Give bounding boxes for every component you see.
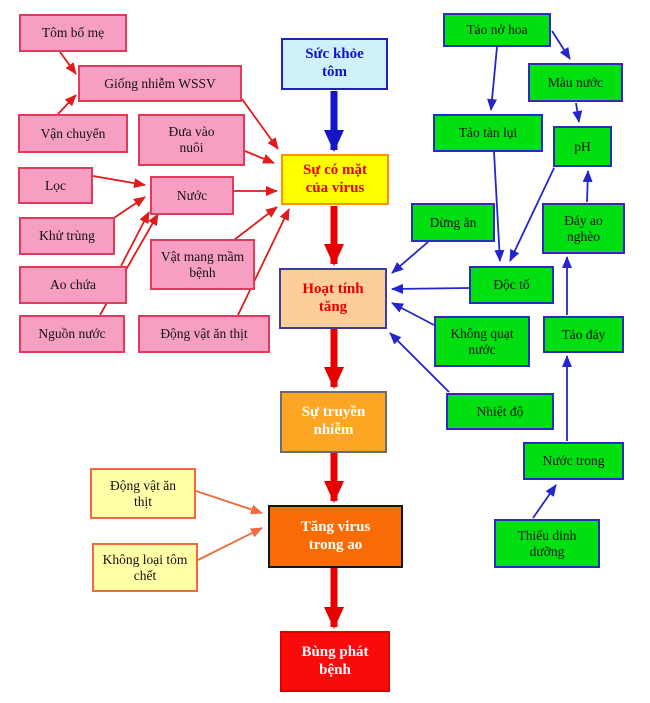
arrow-loc-to-nuoc [92,175,146,189]
node-nhiet-do: Nhiệt độ [446,393,554,430]
arrow-nhiet-do-to-hoat-tinh [389,332,450,393]
arrow-day-ao-ngheo-to-ph [582,170,593,203]
arrow-khong-quat-nuoc-to-hoat-tinh [391,302,435,326]
node-tao-no-hoa: Tảo nở hoa [443,13,551,47]
arrow-dua-vao-nuoi-to-virus [244,150,275,164]
arrow-tao-no-hoa-to-tao-tan-lui [487,46,498,111]
arrow-tao-no-hoa-to-mau-nuoc [551,30,571,60]
node-su-truyen-nhiem: Sự truyền nhiễm [280,391,387,453]
node-dung-an: Dừng ăn [411,203,495,242]
node-doc-to: Độc tố [469,266,554,304]
arrow-doc-to-to-hoat-tinh [391,283,470,294]
node-nguon-nuoc: Nguồn nước [19,315,125,353]
arrow-van-chuyen-to-giong [57,94,77,115]
node-tom-bo-me: Tôm bố mẹ [19,14,127,52]
arrow-ph-to-doc-to [509,167,555,262]
arrow-khong-loai-tom-chet-to-tang-virus [197,527,263,561]
node-khu-trung: Khử trùng [19,217,115,255]
node-khong-quat-nuoc: Không quạt nước [434,316,530,367]
node-giong-nhiem-wssv: Giống nhiễm WSSV [78,65,242,102]
arrow-dung-an-to-hoat-tinh [391,241,429,274]
node-mau-nuoc: Màu nước [528,63,623,102]
node-ph: pH [553,126,612,167]
arrow-thieu-dinh-duong-to-nuoc-trong [532,484,557,519]
node-tao-tan-lui: Tảo tàn lụi [433,114,543,152]
arrow-giong-to-virus [241,98,279,150]
node-tang-virus-trong-ao: Tăng virus trong ao [268,505,403,568]
node-loc: Lọc [18,167,93,204]
node-bung-phat-benh: Bùng phát bệnh [280,631,390,692]
arrow-khu-trung-to-nuoc [110,196,146,221]
arrow-dong-vat-an-thit-to-virus [237,208,290,316]
node-hoat-tinh-tang: Hoạt tính tăng [279,268,387,329]
arrow-ao-chua-to-nuoc [120,211,150,267]
node-dong-vat-an-thit-pink: Động vật ăn thịt [138,315,270,353]
node-thieu-dinh-duong: Thiếu dinh dưỡng [494,519,600,568]
arrow-tom-bo-me-to-giong [59,51,77,75]
arrow-dong-vat-an-thit-yellow-to-tang-virus [195,490,263,515]
node-nuoc-trong: Nước trong [523,442,624,480]
arrow-vat-mang-to-virus [233,206,278,241]
node-dong-vat-an-thit-yellow: Động vật ăn thịt [90,468,196,519]
node-vat-mang-mam-benh: Vật mang mầm bệnh [150,239,255,290]
node-su-co-mat-cua-virus: Sự có mặt của virus [281,154,389,205]
node-van-chuyen: Vận chuyển [18,114,128,153]
node-ao-chua: Ao chứa [19,266,127,304]
node-dua-vao-nuoi: Đưa vào nuôi [138,114,245,166]
arrow-mau-nuoc-to-ph [572,102,583,123]
node-khong-loai-tom-chet: Không loại tôm chết [92,543,198,592]
node-day-ao-ngheo: Đáy ao nghèo [542,203,625,254]
arrow-tao-tan-lui-to-doc-to [493,151,505,262]
node-nuoc: Nước [150,176,234,215]
node-tao-day: Tảo đáy [543,316,624,353]
node-suc-khoe-tom: Sức khỏe tôm [281,38,388,90]
